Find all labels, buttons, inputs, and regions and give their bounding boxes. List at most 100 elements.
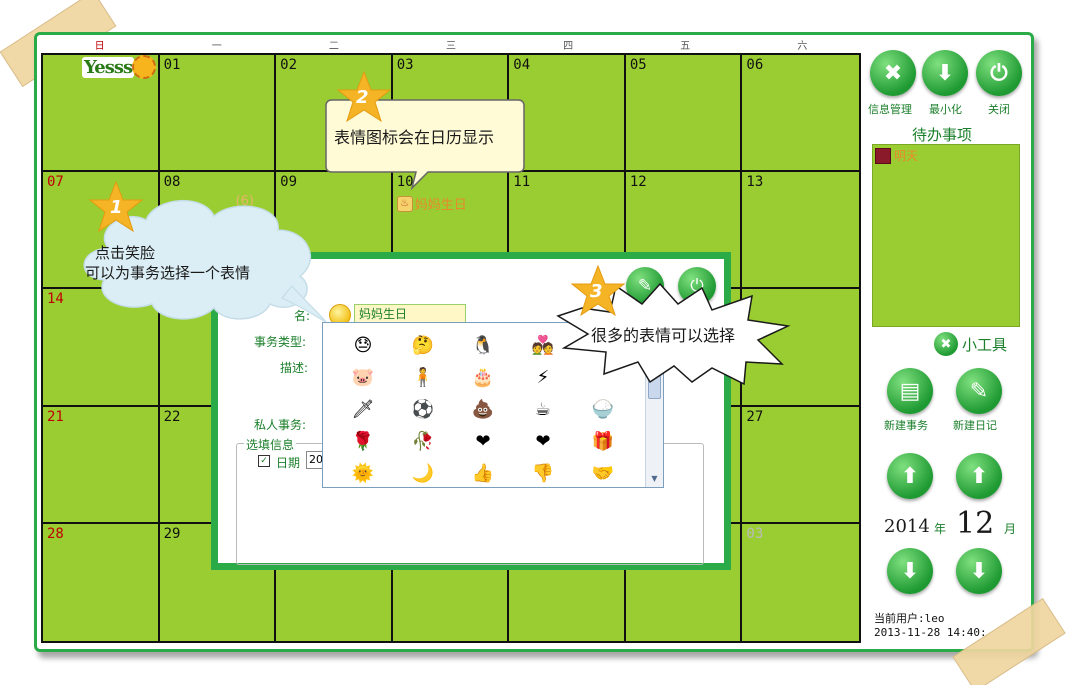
todo-item[interactable]: 明天	[875, 147, 918, 164]
sun-face-icon	[132, 55, 156, 79]
calendar-event-text: 妈妈生日	[414, 198, 467, 214]
month-up-button[interactable]: ⬆	[956, 453, 1002, 499]
emoji-option[interactable]: 🌞	[351, 462, 375, 484]
emoji-option[interactable]: 💩	[471, 398, 495, 420]
arrow-down-icon: ⬇	[900, 558, 920, 584]
callout-burst	[556, 282, 791, 386]
day-cell[interactable]: 01	[159, 55, 277, 173]
star-badge-2-icon	[336, 70, 392, 123]
day-number: 13	[746, 174, 764, 191]
emoji-option[interactable]: 🌙	[411, 462, 435, 484]
todo-list[interactable]: 明天	[872, 144, 1020, 327]
emoji-option[interactable]: 🗡	[351, 398, 375, 420]
day-number: 03	[746, 525, 764, 542]
info-manage-button[interactable]: ✖	[870, 50, 916, 96]
emoji-option[interactable]: 🤔	[411, 334, 435, 356]
day-number: 08	[163, 174, 181, 191]
minimize-button[interactable]: ⬇	[922, 50, 968, 96]
month-unit: 月	[1004, 522, 1017, 536]
arrow-up-icon: ⬆	[969, 463, 989, 489]
pencil-icon: ✎	[969, 378, 989, 404]
sidebar: ✖ 信息管理 ⬇ 最小化 ⏻ 关闭 待办事项 明天 ✖ 小工具 ▤ 新建事务 ✎…	[864, 40, 1030, 646]
task-type-label: 事务类型:	[254, 335, 307, 349]
emoji-option[interactable]: 🎂	[471, 366, 495, 388]
day-cell[interactable]: 05	[625, 55, 743, 173]
close-button[interactable]: ⏻	[976, 50, 1022, 96]
faint-event-marker: (6)	[235, 194, 254, 210]
emoji-option[interactable]: 🥀	[411, 430, 435, 452]
emoji-option[interactable]: 🤝	[591, 462, 615, 484]
tools-icon: ✖	[934, 332, 958, 356]
weekday-label: 三	[445, 41, 456, 52]
day-cell[interactable]: 28	[43, 523, 160, 641]
year-down-button[interactable]: ⬇	[887, 548, 933, 594]
day-cell[interactable]: 13	[742, 172, 859, 290]
emoji-option[interactable]: 🐷	[351, 366, 375, 388]
emoji-option[interactable]: ❤	[535, 430, 551, 452]
day-number: 09	[280, 174, 297, 191]
callout-cloud	[83, 200, 327, 323]
day-cell[interactable]: 27	[742, 406, 859, 524]
scroll-down-icon[interactable]: ▼	[651, 473, 658, 483]
new-task-button[interactable]: ▤	[887, 368, 933, 414]
day-number: 02	[280, 57, 297, 73]
todo-title: 待办事项	[912, 126, 973, 144]
day-number: 12	[629, 174, 647, 191]
day-number: 07	[47, 174, 64, 191]
emoji-option[interactable]: ☕	[534, 398, 552, 420]
emoji-option[interactable]: 👍	[471, 462, 495, 484]
new-diary-button[interactable]: ✎	[956, 368, 1002, 414]
emoji-option[interactable]: 🧍	[411, 366, 435, 388]
day-number: 03	[396, 57, 414, 73]
emoji-option[interactable]: ⚽	[411, 398, 435, 420]
emoji-option[interactable]: 🍚	[591, 398, 615, 420]
day-number: 21	[47, 408, 64, 425]
current-user: 当前用户:leo	[874, 612, 945, 625]
day-cell[interactable]: 21	[43, 406, 160, 524]
year-up-button[interactable]: ⬆	[887, 453, 933, 499]
star-badge-3-number: 3	[590, 281, 603, 302]
day-cell[interactable]: 04	[509, 55, 626, 173]
year-display: 2014	[884, 516, 930, 537]
minimize-label: 最小化	[929, 103, 962, 116]
callout-cloud-line1: 点击笑脸	[95, 244, 156, 262]
star-badge-2-number: 2	[356, 87, 369, 108]
emoji-option[interactable]: 😓	[353, 334, 373, 356]
day-cell[interactable]: 03	[742, 523, 859, 641]
castle-icon	[875, 147, 891, 164]
power-icon: ⏻	[990, 60, 1008, 86]
weekday-label: 一	[211, 41, 222, 52]
day-cell[interactable]: 06	[742, 55, 859, 173]
emoji-option[interactable]: 💑	[531, 334, 555, 356]
emoji-grid: 😓 🤔 🐧 💑 🐷 🧍 🎂 ⚡ 🗡 ⚽ 💩 ☕ 🍚 🌹 🥀 ❤ ❤ 🎁 🌞 🌙 👍 👎 🤝	[333, 329, 633, 487]
weekday-header: 日一二三四五六	[41, 40, 861, 54]
year-unit: 年	[934, 522, 947, 536]
month-down-button[interactable]: ⬇	[956, 548, 1002, 594]
date-checkbox[interactable]: ✓	[258, 455, 270, 467]
new-diary-label: 新建日记	[953, 419, 997, 432]
calendar-event[interactable]: ♨妈妈生日	[396, 194, 467, 214]
name-label: 名:	[294, 309, 311, 323]
day-cell[interactable]: 14	[43, 289, 160, 407]
tools-button[interactable]: ✖ 小工具	[934, 332, 1007, 356]
callout-rect-bubble	[325, 99, 525, 191]
emoji-option[interactable]: 👎	[531, 462, 555, 484]
day-number: 06	[746, 57, 764, 73]
close-label: 关闭	[988, 103, 1010, 116]
day-number: 22	[163, 408, 181, 425]
date-label: 日期	[276, 456, 301, 470]
task-name-input[interactable]: 妈妈生日	[354, 304, 466, 324]
emoji-option[interactable]: 🌹	[351, 430, 375, 452]
day-number: 27	[746, 408, 764, 425]
todo-item-text: 明天	[894, 149, 919, 163]
emoji-option[interactable]: ⚡	[536, 366, 550, 388]
description-label: 描述:	[280, 361, 309, 375]
star-badge-1-number: 1	[110, 197, 123, 218]
emoji-option[interactable]: 🐧	[471, 334, 495, 356]
emoji-option[interactable]: 🎁	[591, 430, 615, 452]
star-badge-3-icon	[570, 264, 626, 317]
day-number: 29	[163, 525, 181, 542]
emoji-option[interactable]: ❤	[475, 430, 491, 452]
star-badge-1-icon	[88, 180, 144, 233]
